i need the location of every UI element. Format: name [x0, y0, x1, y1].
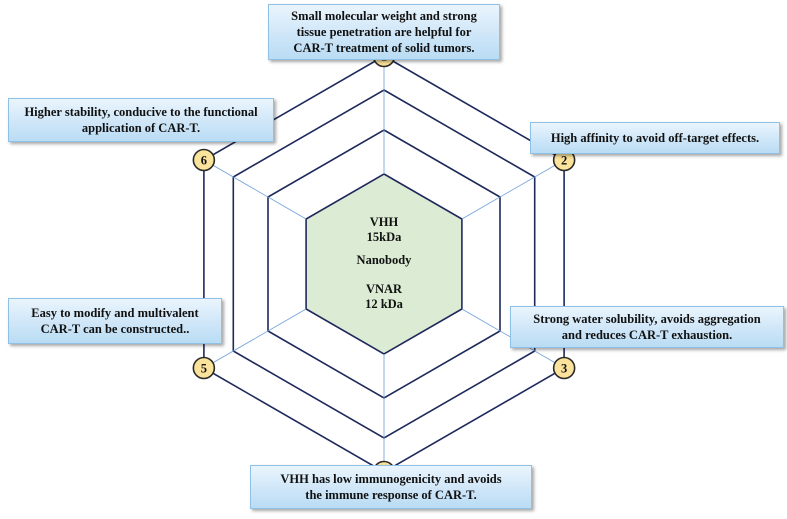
spoke-2 — [461, 159, 565, 220]
center-vnar-label: VNAR 12 kDa — [324, 282, 444, 312]
callout-1-line-1: Small molecular weight and strong — [291, 9, 477, 23]
callout-6: Higher stability, conducive to the funct… — [8, 98, 274, 142]
callout-2-line-1: High affinity to avoid off-target effect… — [550, 131, 760, 145]
vertex-number-2: 2 — [561, 154, 567, 168]
vertex-marker-3: 3 — [552, 356, 576, 380]
callout-5-line-2: CAR-T can be constructed.. — [40, 322, 190, 336]
center-nanobody-label: Nanobody — [356, 253, 412, 267]
callout-2: High affinity to avoid off-target effect… — [530, 122, 780, 154]
spoke-6 — [203, 159, 307, 220]
callout-3: Strong water solubility, avoids aggregat… — [510, 306, 784, 348]
callout-3-line-1: Strong water solubility, avoids aggregat… — [533, 312, 761, 326]
callout-1-line-3: CAR-T treatment of solid tumors. — [293, 41, 475, 55]
vertex-number-6: 6 — [201, 154, 207, 168]
hexagon-spokes — [203, 56, 565, 472]
center-vhh-label: VHH 15kDa — [324, 215, 444, 245]
vhh-name: VHH — [369, 215, 399, 229]
callout-6-line-1: Higher stability, conducive to the funct… — [24, 105, 258, 119]
vertex-circle-5 — [192, 356, 216, 380]
vertex-circle-6 — [192, 148, 216, 172]
callout-1-line-2: tissue penetration are helpful for — [296, 25, 472, 39]
callout-3-line-2: and reduces CAR-T exhaustion. — [561, 328, 733, 342]
vertex-number-3: 3 — [561, 362, 567, 376]
callout-4-line-1: VHH has low immunogenicity and avoids — [280, 472, 502, 486]
callout-5: Easy to modify and multivalent CAR-T can… — [8, 298, 222, 344]
vnar-size: 12 kDa — [365, 297, 403, 311]
vhh-size: 15kDa — [366, 230, 402, 244]
spoke-5 — [203, 308, 307, 369]
vertex-circle-3 — [552, 356, 576, 380]
vertex-marker-5: 5 — [192, 356, 216, 380]
callout-4-line-2: the immune response of CAR-T. — [305, 488, 477, 502]
vertex-marker-6: 6 — [192, 148, 216, 172]
vnar-name: VNAR — [365, 282, 403, 296]
callout-5-line-1: Easy to modify and multivalent — [31, 306, 199, 320]
callout-6-line-2: application of CAR-T. — [81, 121, 201, 135]
vertex-number-5: 5 — [201, 362, 207, 376]
callout-4: VHH has low immunogenicity and avoids th… — [250, 465, 532, 509]
callout-1: Small molecular weight and strong tissue… — [268, 4, 500, 60]
